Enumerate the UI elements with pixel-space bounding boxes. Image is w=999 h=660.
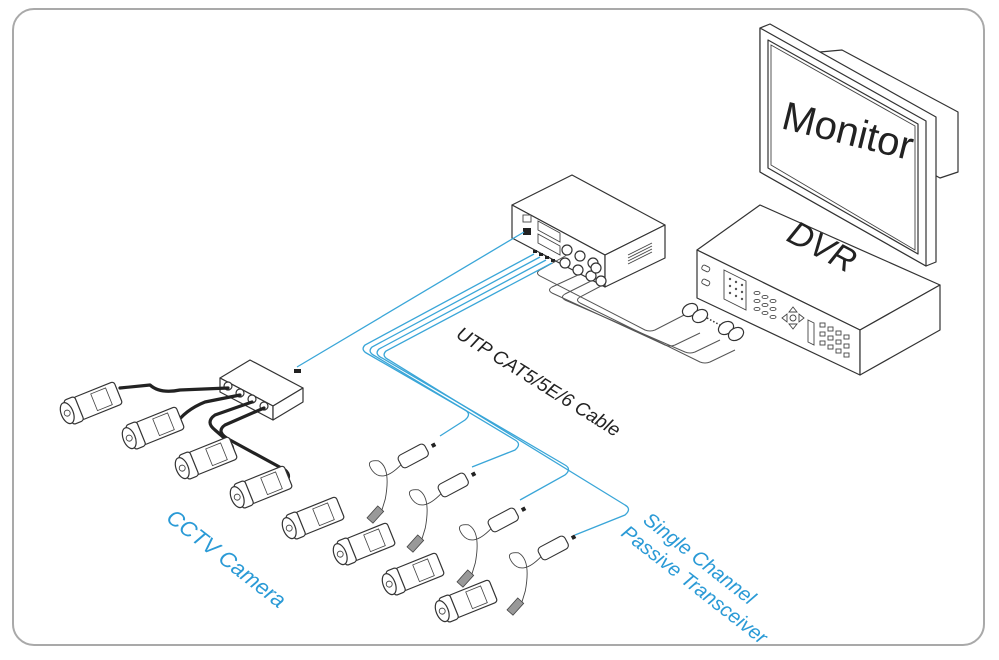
utp-cable-label: UTP CAT5/5E/6 Cable — [452, 323, 623, 441]
cctv-camera — [229, 465, 293, 509]
cctv-camera-label: CCTV Camera — [162, 504, 291, 613]
bnc-connectors-dvr — [681, 302, 745, 342]
dvr-side — [859, 284, 941, 376]
cctv-camera — [174, 436, 238, 480]
cctv-camera — [281, 496, 345, 540]
cctv-camera — [381, 552, 445, 596]
monitor-screen — [767, 39, 919, 255]
cctv-camera — [59, 381, 123, 425]
dvr-dpad — [781, 306, 805, 330]
receiver-hub — [511, 174, 666, 288]
dvr-keypad — [723, 269, 747, 311]
single-channel-transceiver — [406, 471, 477, 553]
single-channel-transceiver — [456, 506, 527, 588]
hub-bnc-outputs — [559, 244, 607, 287]
quad-transceiver — [219, 359, 304, 421]
hub-side — [604, 224, 666, 288]
rj45-port — [522, 214, 532, 223]
single-channel-transceiver — [506, 534, 577, 616]
cctv-camera — [332, 522, 396, 566]
single-channel-transceiver — [366, 442, 437, 524]
utp-cables — [296, 231, 630, 536]
rj45-port-connected — [523, 228, 531, 235]
coax-hub-to-dvr — [537, 254, 745, 364]
cctv-camera — [434, 579, 498, 623]
monitor: Monitor — [759, 23, 959, 267]
cctv-camera — [121, 406, 185, 450]
